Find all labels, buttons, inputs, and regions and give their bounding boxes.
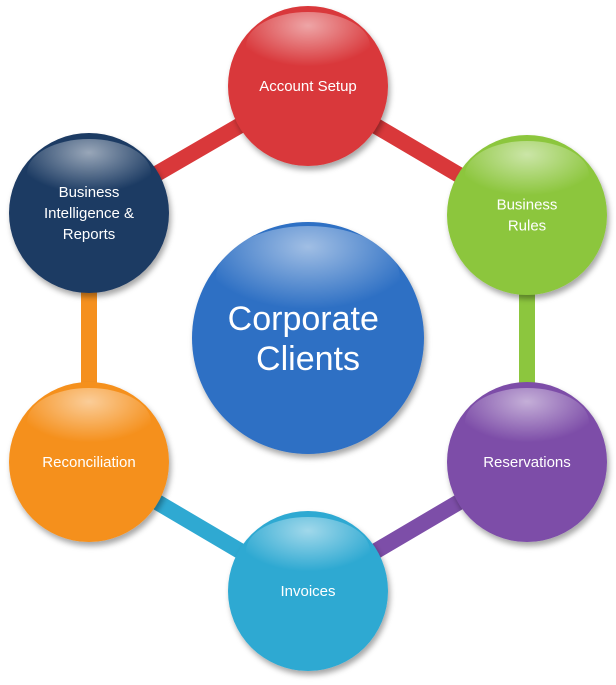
node-label-reconciliation: Reconciliation [42, 454, 135, 471]
node-gloss-account-setup [246, 12, 370, 80]
node-label-line: Reservations [483, 454, 571, 471]
node-label-line: Account Setup [259, 78, 357, 95]
node-label-line: Business [59, 184, 120, 201]
node-gloss-reservations [465, 388, 589, 456]
center-label-line-2: Clients [256, 340, 360, 378]
node-gloss-reconciliation [27, 388, 151, 456]
node-label-line: Invoices [280, 583, 335, 600]
center-circle-group: Corporate Clients [192, 222, 424, 454]
node-account-setup: Account Setup [228, 6, 388, 166]
node-label-line: Business [497, 197, 558, 214]
node-reservations: Reservations [447, 382, 607, 542]
node-reconciliation: Reconciliation [9, 382, 169, 542]
node-label-line: Reports [63, 226, 116, 243]
center-label-line-1: Corporate [228, 300, 379, 338]
node-invoices: Invoices [228, 511, 388, 671]
node-label-invoices: Invoices [280, 583, 335, 600]
node-gloss-business-intelligence-reports [27, 139, 151, 207]
node-gloss-business-rules [465, 141, 589, 209]
node-label-line: Reconciliation [42, 454, 135, 471]
center-label: Corporate Clients [228, 300, 389, 378]
node-gloss-invoices [246, 517, 370, 585]
center-circle-gloss [216, 226, 400, 330]
node-label-account-setup: Account Setup [259, 78, 357, 95]
node-label-line: Intelligence & [44, 205, 134, 222]
node-label-line: Rules [508, 218, 546, 235]
node-label-reservations: Reservations [483, 454, 571, 471]
